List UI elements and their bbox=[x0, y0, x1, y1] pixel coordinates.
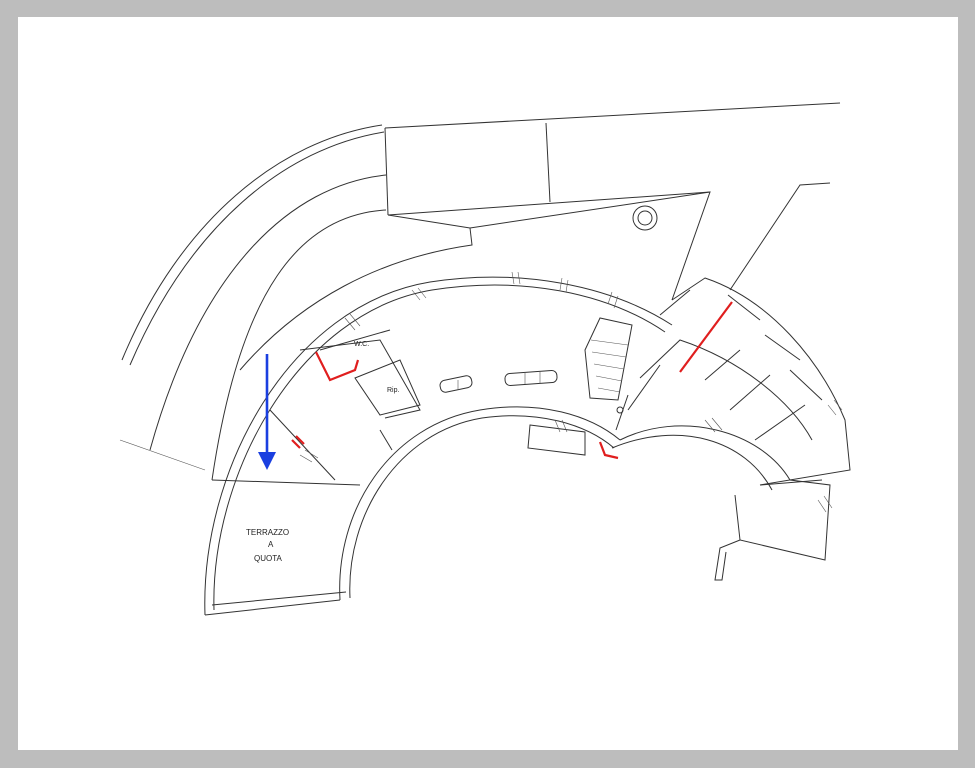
red-wall-wc bbox=[315, 351, 360, 382]
label-terrazzo-quota: QUOTA bbox=[254, 554, 283, 563]
label-rip: Rip. bbox=[387, 387, 400, 394]
label-terrazzo-a: A bbox=[268, 540, 274, 549]
red-wall-east bbox=[679, 301, 733, 373]
highlighted-walls bbox=[291, 301, 733, 460]
site-boundary bbox=[384, 102, 841, 291]
red-wall-landing bbox=[598, 441, 619, 460]
arrow-down-icon bbox=[258, 354, 276, 470]
drawing-sheet bbox=[18, 17, 958, 750]
east-wing bbox=[611, 277, 851, 581]
main-building bbox=[204, 271, 673, 616]
furniture bbox=[439, 370, 558, 393]
round-element bbox=[632, 205, 658, 231]
red-wall-entrance bbox=[291, 435, 305, 449]
curved-ramp bbox=[119, 124, 711, 481]
label-terrazzo: TERRAZZO bbox=[246, 528, 289, 537]
label-wc: W.C. bbox=[354, 341, 369, 348]
